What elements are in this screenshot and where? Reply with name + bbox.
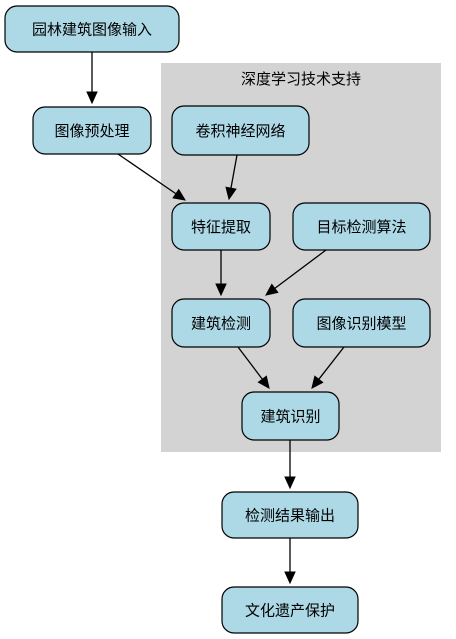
node-label-cnn: 卷积神经网络 — [195, 122, 285, 140]
node-box-cnn — [171, 105, 310, 156]
arrowhead-icon — [225, 186, 237, 201]
edge-line — [230, 154, 238, 189]
node-label-building-recog: 建筑识别 — [260, 408, 320, 426]
node-label-input: 园林建筑图像输入 — [32, 21, 152, 39]
node-label-feature: 特征提取 — [191, 218, 251, 236]
arrowhead-icon — [172, 188, 186, 201]
node-feature: 特征提取 — [171, 202, 271, 251]
nodes: 园林建筑图像输入 图像预处理 卷积神经网络 特征提取 目标检测算法 建筑检测 图… — [4, 5, 431, 634]
node-recog-model: 图像识别模型 — [292, 298, 431, 348]
edge-building_recog-to-result_output — [284, 440, 296, 490]
edge-input-to-preprocess — [86, 52, 98, 105]
node-box-feature — [171, 202, 271, 251]
node-box-recog-model — [292, 298, 431, 348]
edge-line — [237, 346, 263, 380]
node-input: 园林建筑图像输入 — [4, 5, 180, 53]
arrowhead-icon — [311, 375, 324, 389]
node-preprocess: 图像预处理 — [32, 106, 152, 155]
arrowhead-icon — [215, 283, 227, 297]
edge-detect_algo-to-building_detect — [265, 249, 327, 296]
edge-building_detect-to-building_recog — [237, 346, 270, 389]
edges — [86, 52, 345, 585]
edge-cnn-to-feature — [225, 154, 238, 201]
node-box-building-recog — [241, 391, 340, 441]
arrowhead-icon — [86, 91, 98, 105]
edge-feature-to-building_detect — [215, 250, 227, 297]
node-box-result-output — [221, 491, 359, 539]
node-label-preprocess: 图像预处理 — [54, 122, 129, 140]
arrowhead-icon — [257, 375, 270, 389]
arrowhead-icon — [284, 476, 296, 490]
arrowhead-icon — [265, 283, 279, 296]
node-label-recog-model: 图像识别模型 — [316, 315, 406, 333]
node-label-heritage: 文化遗产保护 — [245, 602, 335, 620]
node-result-output: 检测结果输出 — [221, 491, 359, 539]
edge-recog_model-to-building_recog — [311, 346, 345, 389]
edge-line — [274, 249, 327, 289]
node-cnn: 卷积神经网络 — [171, 105, 310, 156]
node-box-preprocess — [32, 106, 152, 155]
arrowhead-icon — [284, 571, 296, 585]
node-detect-algo: 目标检测算法 — [292, 202, 431, 251]
node-label-result-output: 检测结果输出 — [245, 507, 335, 525]
node-label-detect-algo: 目标检测算法 — [316, 218, 406, 236]
node-building-recog: 建筑识别 — [241, 391, 340, 441]
node-heritage: 文化遗产保护 — [221, 586, 359, 634]
edge-line — [318, 346, 345, 380]
node-box-input — [4, 5, 180, 53]
edge-preprocess-to-feature — [117, 153, 186, 201]
node-box-building-detect — [171, 298, 271, 348]
node-box-heritage — [221, 586, 359, 634]
node-label-building-detect: 建筑检测 — [191, 315, 251, 333]
cluster-title: 深度学习技术支持 — [241, 70, 361, 88]
edge-result_output-to-heritage — [284, 538, 296, 585]
node-building-detect: 建筑检测 — [171, 298, 271, 348]
edge-line — [117, 153, 177, 195]
node-box-detect-algo — [292, 202, 431, 251]
